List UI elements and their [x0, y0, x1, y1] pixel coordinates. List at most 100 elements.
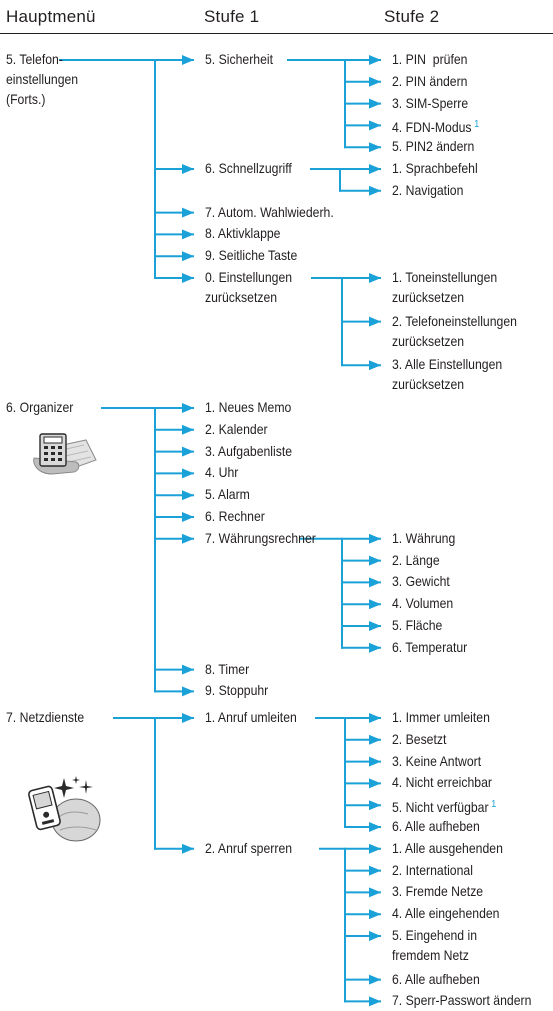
submenu-item-2-5: 5. Alarm [205, 485, 250, 505]
leaf-item-3-1-1-line: 1. Immer umleiten [392, 710, 490, 725]
leaf-item-2-7-2: 2. Länge [392, 551, 440, 571]
leaf-item-1-1-1-line: 1. PIN prüfen [392, 52, 468, 67]
leaf-item-1-6-1-line: 1. Toneinstellungen [392, 270, 498, 285]
leaf-item-3-1-3: 3. Keine Antwort [392, 752, 481, 772]
submenu-item-2-6: 6. Rechner [205, 507, 265, 527]
submenu-item-2-9-line: 9. Stoppuhr [205, 683, 269, 699]
leaf-item-1-6-2-line: zurücksetzen [392, 333, 465, 349]
leaf-item-1-1-2: 2. PIN ändern [392, 72, 468, 92]
submenu-item-2-1-line: 1. Neues Memo [205, 400, 292, 415]
submenu-item-2-2-line: 2. Kalender [205, 421, 268, 437]
submenu-item-3-1-line: 1. Anruf umleiten [205, 710, 297, 725]
submenu-item-1-4-line: 8. Aktivklappe [205, 226, 281, 242]
submenu-item-1-6: 0. Einstellungen zurücksetzen [205, 268, 292, 308]
leaf-item-3-1-1: 1. Immer umleiten [392, 708, 490, 728]
leaf-item-3-1-4: 4. Nicht erreichbar [392, 773, 492, 793]
leaf-item-1-1-1: 1. PIN prüfen [392, 50, 467, 70]
leaf-item-1-2-2: 2. Navigation [392, 181, 463, 201]
submenu-item-2-8: 8. Timer [205, 660, 249, 680]
leaf-item-3-2-5-line: fremdem Netz [392, 948, 469, 963]
submenu-item-2-5-line: 5. Alarm [205, 487, 250, 503]
main-menu-1-line: 5. Telefon- [6, 52, 63, 67]
leaf-item-3-2-3: 3. Fremde Netze [392, 882, 483, 902]
submenu-item-2-6-line: 6. Rechner [205, 509, 265, 524]
leaf-item-2-7-5-line: 5. Fläche [392, 618, 443, 633]
leaf-item-1-6-3: 3. Alle Einstellungen zurücksetzen [392, 355, 502, 395]
leaf-item-2-7-3-line: 3. Gewicht [392, 574, 450, 590]
main-menu-2: 6. Organizer [6, 398, 73, 418]
leaf-item-2-7-5: 5. Fläche [392, 616, 442, 636]
leaf-item-2-7-1-line: 1. Währung [392, 530, 456, 546]
leaf-item-1-6-3-line: zurücksetzen [392, 377, 465, 393]
leaf-item-3-2-3-line: 3. Fremde Netze [392, 884, 484, 900]
leaf-item-3-2-7-line: 7. Sperr-Passwort ändern [392, 993, 532, 1009]
footnote-marker: 1 [474, 119, 480, 131]
submenu-item-2-4: 4. Uhr [205, 463, 238, 483]
leaf-item-1-1-5: 5. PIN2 ändern [392, 137, 474, 157]
submenu-item-2-3-line: 3. Aufgabenliste [205, 443, 293, 459]
submenu-item-3-2: 2. Anruf sperren [205, 839, 292, 859]
leaf-item-1-1-3-line: 3. SIM-Sperre [392, 95, 469, 111]
submenu-item-1-1: 5. Sicherheit [205, 50, 273, 70]
submenu-item-1-2-line: 6. Schnellzugriff [205, 161, 292, 176]
leaf-item-2-7-6: 6. Temperatur [392, 638, 467, 658]
leaf-item-3-1-2: 2. Besetzt [392, 730, 446, 750]
submenu-item-1-4: 8. Aktivklappe [205, 224, 281, 244]
leaf-item-3-2-1-line: 1. Alle ausgehenden [392, 840, 503, 856]
submenu-item-2-3: 3. Aufgabenliste [205, 442, 292, 462]
leaf-item-1-2-1-line: 1. Sprachbefehl [392, 161, 478, 176]
leaf-item-1-2-1: 1. Sprachbefehl [392, 159, 478, 179]
leaf-item-2-7-6-line: 6. Temperatur [392, 639, 468, 655]
submenu-item-3-2-line: 2. Anruf sperren [205, 840, 293, 856]
leaf-item-3-2-7: 7. Sperr-Passwort ändern [392, 991, 531, 1011]
submenu-item-1-2: 6. Schnellzugriff [205, 159, 292, 179]
leaf-item-1-1-3: 3. SIM-Sperre [392, 94, 468, 114]
leaf-item-3-1-5-line: 5. Nicht verfügbar [392, 800, 489, 816]
main-menu-3-line: 7. Netzdienste [6, 710, 85, 725]
leaf-item-3-2-1: 1. Alle ausgehenden [392, 839, 503, 859]
leaf-item-3-2-2: 2. International [392, 861, 473, 881]
leaf-item-3-2-4-line: 4. Alle eingehenden [392, 906, 500, 922]
leaf-item-2-7-4-line: 4. Volumen [392, 596, 454, 612]
leaf-item-3-2-5-line: 5. Eingehend in [392, 928, 478, 943]
submenu-item-2-4-line: 4. Uhr [205, 465, 239, 481]
leaf-item-3-2-6: 6. Alle aufheben [392, 970, 480, 990]
phone-globe-icon [28, 776, 101, 842]
submenu-item-1-5-line: 9. Seitliche Taste [205, 248, 298, 264]
submenu-item-3-1: 1. Anruf umleiten [205, 708, 297, 728]
submenu-item-2-1: 1. Neues Memo [205, 398, 291, 418]
calculator-notepad-icon [33, 433, 97, 475]
leaf-item-1-6-1: 1. Toneinstellungen zurücksetzen [392, 268, 497, 308]
leaf-item-2-7-3: 3. Gewicht [392, 572, 450, 592]
header-level-2: Stufe 2 [384, 7, 440, 26]
leaf-item-1-6-2-line: 2. Telefoneinstellungen [392, 313, 517, 329]
submenu-item-2-7-line: 7. Währungsrechner [205, 530, 316, 546]
leaf-item-1-6-2: 2. Telefoneinstellungen zurücksetzen [392, 312, 517, 352]
leaf-item-1-2-2-line: 2. Navigation [392, 182, 464, 198]
submenu-item-1-1-line: 5. Sicherheit [205, 52, 274, 67]
footnote-marker: 1 [491, 799, 497, 811]
main-menu-1-line: (Forts.) [6, 92, 46, 107]
main-menu-2-line: 6. Organizer [6, 400, 74, 415]
leaf-item-3-1-3-line: 3. Keine Antwort [392, 753, 482, 769]
leaf-item-2-7-2-line: 2. Länge [392, 552, 440, 568]
main-menu-1-line: einstellungen [6, 72, 79, 87]
submenu-item-2-9: 9. Stoppuhr [205, 681, 268, 701]
leaf-item-3-1-6: 6. Alle aufheben [392, 817, 480, 837]
leaf-item-1-6-1-line: zurücksetzen [392, 290, 465, 305]
submenu-item-1-3: 7. Autom. Wahlwiederh. [205, 203, 334, 223]
leaf-item-1-1-5-line: 5. PIN2 ändern [392, 139, 475, 155]
leaf-item-2-7-1: 1. Währung [392, 529, 455, 549]
leaf-item-3-2-2-line: 2. International [392, 862, 473, 878]
submenu-item-2-2: 2. Kalender [205, 420, 268, 440]
submenu-item-1-6-line: zurücksetzen [205, 290, 278, 305]
leaf-item-3-2-4: 4. Alle eingehenden [392, 904, 499, 924]
leaf-item-3-2-5: 5. Eingehend in fremdem Netz [392, 926, 477, 966]
leaf-item-2-7-4: 4. Volumen [392, 594, 453, 614]
leaf-item-3-1-6-line: 6. Alle aufheben [392, 819, 480, 834]
submenu-item-1-5: 9. Seitliche Taste [205, 246, 297, 266]
submenu-item-2-7: 7. Währungsrechner [205, 529, 316, 549]
